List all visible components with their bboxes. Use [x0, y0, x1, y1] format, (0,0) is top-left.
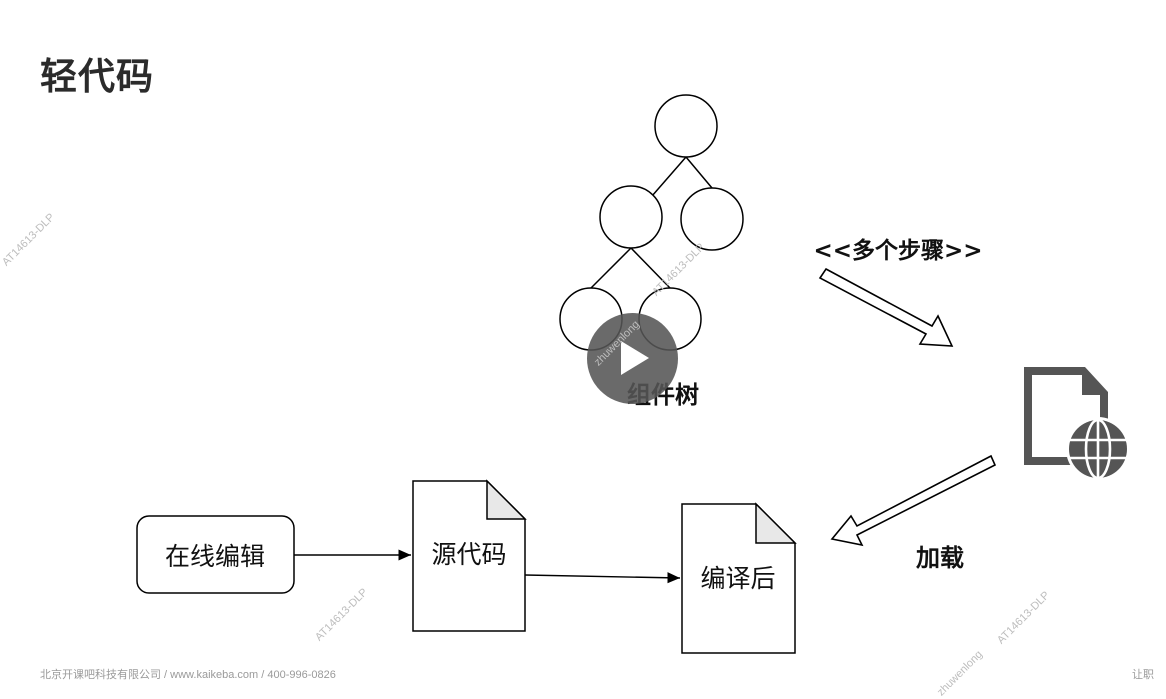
tree-edge: [685, 156, 713, 189]
tree-node-left: [599, 185, 663, 249]
steps-label: <<多个步骤>>: [813, 237, 982, 264]
play-button[interactable]: [587, 313, 678, 404]
compiled-label: 编译后: [700, 564, 775, 593]
footer-company: 北京开课吧科技有限公司 / www.kaikeba.com / 400-996-…: [40, 669, 336, 681]
steps-hollow-arrow: [818, 267, 954, 347]
tree-node-right: [680, 187, 744, 251]
source-to-compiled-arrow: [524, 572, 681, 584]
online-edit-label: 在线编辑: [165, 542, 265, 571]
web-document-icon: [1024, 367, 1130, 481]
load-hollow-arrow: [830, 454, 997, 547]
tree-node-root: [654, 94, 718, 158]
source-code-doc: [412, 479, 527, 632]
compiled-doc: [681, 502, 797, 654]
play-icon: [621, 341, 649, 375]
source-code-label: 源代码: [431, 540, 506, 569]
load-label: 加载: [916, 544, 964, 572]
footer-right-text: 让职: [1132, 669, 1154, 681]
component-tree: [559, 94, 744, 351]
tree-edge: [590, 247, 632, 289]
slide-title: 轻代码: [40, 55, 154, 98]
tree-edge: [630, 247, 671, 289]
tree-edge: [651, 156, 687, 197]
